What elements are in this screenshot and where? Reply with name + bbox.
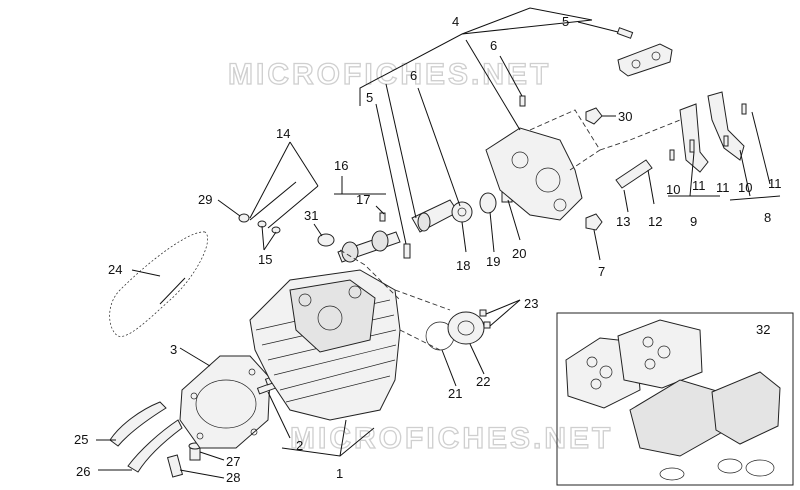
watermark-top: MICROFICHES.NET (228, 58, 551, 91)
callout-23: 23 (524, 296, 538, 311)
callout-13: 13 (616, 214, 630, 229)
bracket-9 (679, 103, 709, 173)
dashed-leaders (339, 109, 681, 351)
callout-11b: 11 (716, 180, 730, 195)
head-gasket (179, 355, 271, 449)
tensioner-13 (615, 159, 653, 189)
chain-guide-25 (109, 401, 167, 447)
callout-16: 16 (334, 158, 348, 173)
caps-15 (257, 220, 281, 234)
callout-4: 4 (452, 14, 459, 29)
callout-17: 17 (356, 192, 370, 207)
watermark-bottom: MICROFICHES.NET (290, 422, 613, 455)
camshaft (337, 230, 401, 263)
nut-30 (585, 107, 603, 125)
callout-3: 3 (170, 342, 177, 357)
callout-6a: 6 (490, 38, 497, 53)
screws-23 (479, 309, 491, 329)
rocker-arm (411, 199, 459, 233)
callout-32: 32 (756, 322, 770, 337)
callout-5a: 5 (562, 14, 569, 29)
callout-6b: 6 (410, 68, 417, 83)
sleeve-28 (166, 454, 184, 478)
callout-labels: 1 2 3 4 5 5 6 6 7 8 9 10 10 11 11 11 12 … (74, 14, 782, 485)
callout-26: 26 (76, 464, 90, 479)
callout-8: 8 (764, 210, 771, 225)
callout-19: 19 (486, 254, 500, 269)
callout-25: 25 (74, 432, 88, 447)
gasket-kit-box (556, 312, 794, 486)
leader-lines (96, 7, 781, 479)
washer-19 (479, 192, 497, 214)
bolt-5 (403, 243, 411, 259)
callout-14: 14 (276, 126, 290, 141)
callout-10b: 10 (738, 180, 752, 195)
cylinder-head (249, 269, 401, 421)
callout-12: 12 (648, 214, 662, 229)
bracket-8 (707, 91, 745, 161)
pins-10-11 (669, 103, 747, 161)
callout-21: 21 (448, 386, 462, 401)
cover-22 (447, 311, 485, 345)
pin-6 (519, 95, 526, 107)
rocker-cover (617, 43, 673, 77)
callout-11c: 11 (768, 176, 782, 191)
rocker-support (485, 127, 583, 221)
callout-27: 27 (226, 454, 240, 469)
callout-11a: 11 (692, 178, 706, 193)
pin-17 (379, 212, 386, 222)
chain-guide-26 (127, 419, 183, 473)
callout-29: 29 (198, 192, 212, 207)
cam-gear-18 (451, 201, 473, 223)
callout-2: 2 (296, 438, 303, 453)
callout-9: 9 (690, 214, 697, 229)
callout-1: 1 (336, 466, 343, 481)
screw-5 (616, 27, 634, 39)
callout-10a: 10 (666, 182, 680, 197)
washer-31 (317, 233, 335, 247)
callout-31: 31 (304, 208, 318, 223)
callout-15: 15 (258, 252, 272, 267)
pushrods (249, 181, 319, 229)
callout-28: 28 (226, 470, 240, 485)
cap-29 (238, 213, 250, 223)
callout-5b: 5 (366, 90, 373, 105)
callout-20: 20 (512, 246, 526, 261)
callout-7: 7 (598, 264, 605, 279)
callout-18: 18 (456, 258, 470, 273)
nut-7 (585, 213, 603, 231)
callout-22: 22 (476, 374, 490, 389)
callout-24: 24 (108, 262, 122, 277)
timing-chain (109, 231, 208, 337)
callout-30: 30 (618, 109, 632, 124)
